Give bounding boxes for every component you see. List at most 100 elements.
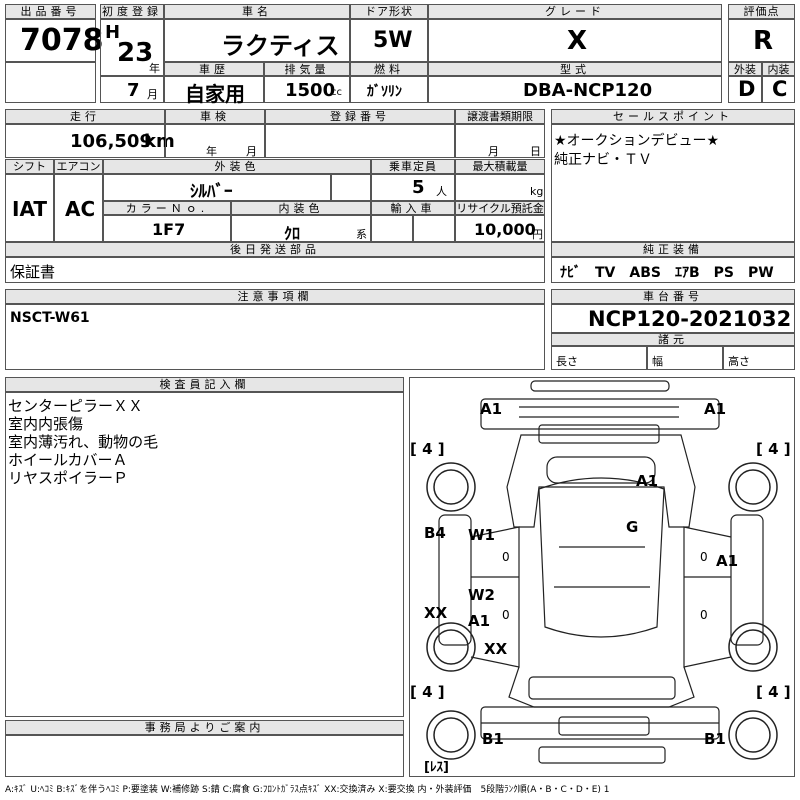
length-cell: 長さ (551, 346, 647, 370)
transfer-cell: 月 日 (455, 124, 545, 158)
height-cell: 高さ (723, 346, 795, 370)
ext-color-extra (331, 174, 371, 201)
sales-cell: ★オークションデビュー★ 純正ナビ・ＴＶ (551, 124, 795, 242)
lot-label: 出品番号 (5, 4, 96, 19)
damage-mark-left-fender: B4 (424, 524, 446, 542)
insp-year-unit: 年 (206, 145, 217, 158)
ext-color-label: 外装色 (103, 159, 371, 174)
model: DBA-NCP120 (523, 80, 653, 101)
max-load-label: 最大積載量 (455, 159, 545, 174)
color-no: 1F7 (152, 220, 186, 239)
mileage-label: 走行 (5, 109, 165, 124)
tire-right-rear: [ 4 ] (756, 683, 791, 701)
fuel-cell: ｶﾞｿﾘﾝ (350, 76, 428, 103)
door: 5W (373, 28, 413, 53)
later-parts: 保証書 (10, 263, 56, 281)
year-unit: 年 (149, 62, 160, 75)
ac-label: エアコン (54, 159, 103, 174)
reg-no-cell (265, 124, 455, 158)
first-reg-label: 初度登録 (100, 4, 164, 19)
capacity: 5 (412, 177, 425, 198)
interior: C (772, 77, 788, 101)
ac-cell: AC (54, 174, 103, 242)
damage-mark-rear-right: B1 (704, 730, 726, 748)
inspector-cell: センターピラーＸＸ 室内内張傷 室内薄汚れ、動物の毛 ホイールカバーＡ リヤスポ… (5, 392, 404, 717)
score-cell: R (728, 19, 795, 62)
ext-color-cell: ｼﾙﾊﾞｰ (103, 174, 331, 202)
mileage: 106,509 (70, 131, 152, 152)
inspector-line-2: 室内内張傷 (8, 415, 84, 433)
era: H (105, 22, 121, 43)
inspection-label: 車検 (165, 109, 265, 124)
width-label: 幅 (652, 355, 663, 368)
shift-cell: IAT (5, 174, 54, 242)
width-cell: 幅 (647, 346, 723, 370)
damage-mark-front-left: A1 (480, 400, 503, 418)
grade-cell: X (428, 19, 722, 62)
ext-color: ｼﾙﾊﾞｰ (190, 182, 233, 202)
interior-label: 内装 (762, 62, 795, 76)
displacement-label: 排気量 (264, 62, 350, 76)
reg-month: 7 (127, 80, 140, 101)
damage-mark-rear-quarter: XX (484, 640, 508, 658)
legend: A:ｷｽﾞ U:ﾍｺﾐ B:ｷｽﾞを伴うﾍｺﾐ P:要塗装 W:補修跡 S:錆 … (5, 785, 610, 795)
recycle-label: リサイクル預託金 (455, 201, 545, 215)
max-load-unit: kg (530, 185, 544, 198)
zero-mark-2: 0 (700, 550, 708, 564)
damage-mark-right-door: A1 (716, 552, 739, 570)
history-label: 車歴 (164, 62, 264, 76)
transfer-month-unit: 月 (488, 145, 499, 158)
notes-label: 注意事項欄 (5, 289, 545, 304)
reg-month-cell: 7 月 (100, 76, 164, 103)
spec-label: 諸元 (551, 333, 795, 346)
length-label: 長さ (556, 355, 578, 368)
model-label: 型式 (428, 62, 722, 76)
tire-right-front: [ 4 ] (756, 440, 791, 458)
inspection-cell: 年 月 (165, 124, 265, 158)
inspector-line-4: ホイールカバーＡ (8, 451, 128, 469)
import-cell-b (413, 215, 455, 242)
damage-mark-left-rear-door-w2: W2 (468, 586, 495, 604)
color-no-label: カラーＮｏ. (103, 201, 231, 215)
genuine-cell: ﾅﾋﾞ TV ABS ｴｱB PS PW (551, 257, 795, 283)
displacement-unit: cc (331, 87, 342, 98)
chassis-cell: NCP120-2021032 (551, 304, 795, 333)
damage-mark-front-right: A1 (704, 400, 727, 418)
damage-mark-left-front-door: W1 (468, 526, 495, 544)
shift: IAT (12, 197, 48, 221)
car-name-cell: ラクティス (164, 19, 350, 62)
grade-label: グレード (428, 4, 722, 19)
height-label: 高さ (728, 355, 750, 368)
color-no-cell: 1F7 (103, 215, 231, 242)
history: 自家用 (185, 82, 245, 106)
capacity-cell: 5 人 (371, 174, 455, 201)
model-cell: DBA-NCP120 (428, 76, 722, 103)
recycle-cell: 10,000 円 (455, 215, 545, 242)
ac: AC (65, 197, 96, 221)
int-color-label: 内装色 (231, 201, 371, 215)
later-parts-label: 後日発送部品 (5, 242, 545, 257)
later-parts-cell: 保証書 (5, 257, 545, 283)
notes-cell: NSCT-W61 (5, 304, 545, 370)
zero-mark-1: 0 (502, 550, 510, 564)
door-cell: 5W (350, 19, 428, 62)
insp-month-unit: 月 (246, 145, 257, 158)
damage-mark-center-pillar: XX (424, 604, 448, 622)
lot-number: 7078 (20, 23, 104, 58)
transfer-label: 譲渡書類期限 (455, 109, 545, 124)
inspector-line-1: センターピラーＸＸ (8, 397, 144, 415)
car-name: ラクティス (221, 32, 340, 60)
history-cell: 自家用 (164, 76, 264, 106)
displacement-cell: 1500 cc (264, 76, 350, 103)
fuel-label: 燃料 (350, 62, 428, 76)
mileage-unit: km (144, 131, 175, 152)
lot-blank (5, 62, 96, 103)
grade: X (567, 26, 588, 56)
reg-year: 23 (117, 38, 154, 68)
damage-mark-windshield: G (626, 518, 639, 536)
damage-mark-left-rear-door-a1: A1 (468, 612, 491, 630)
sales-line-1: ★オークションデビュー★ (554, 133, 720, 149)
tire-left-rear: [ 4 ] (410, 683, 445, 701)
fuel: ｶﾞｿﾘﾝ (367, 84, 402, 100)
